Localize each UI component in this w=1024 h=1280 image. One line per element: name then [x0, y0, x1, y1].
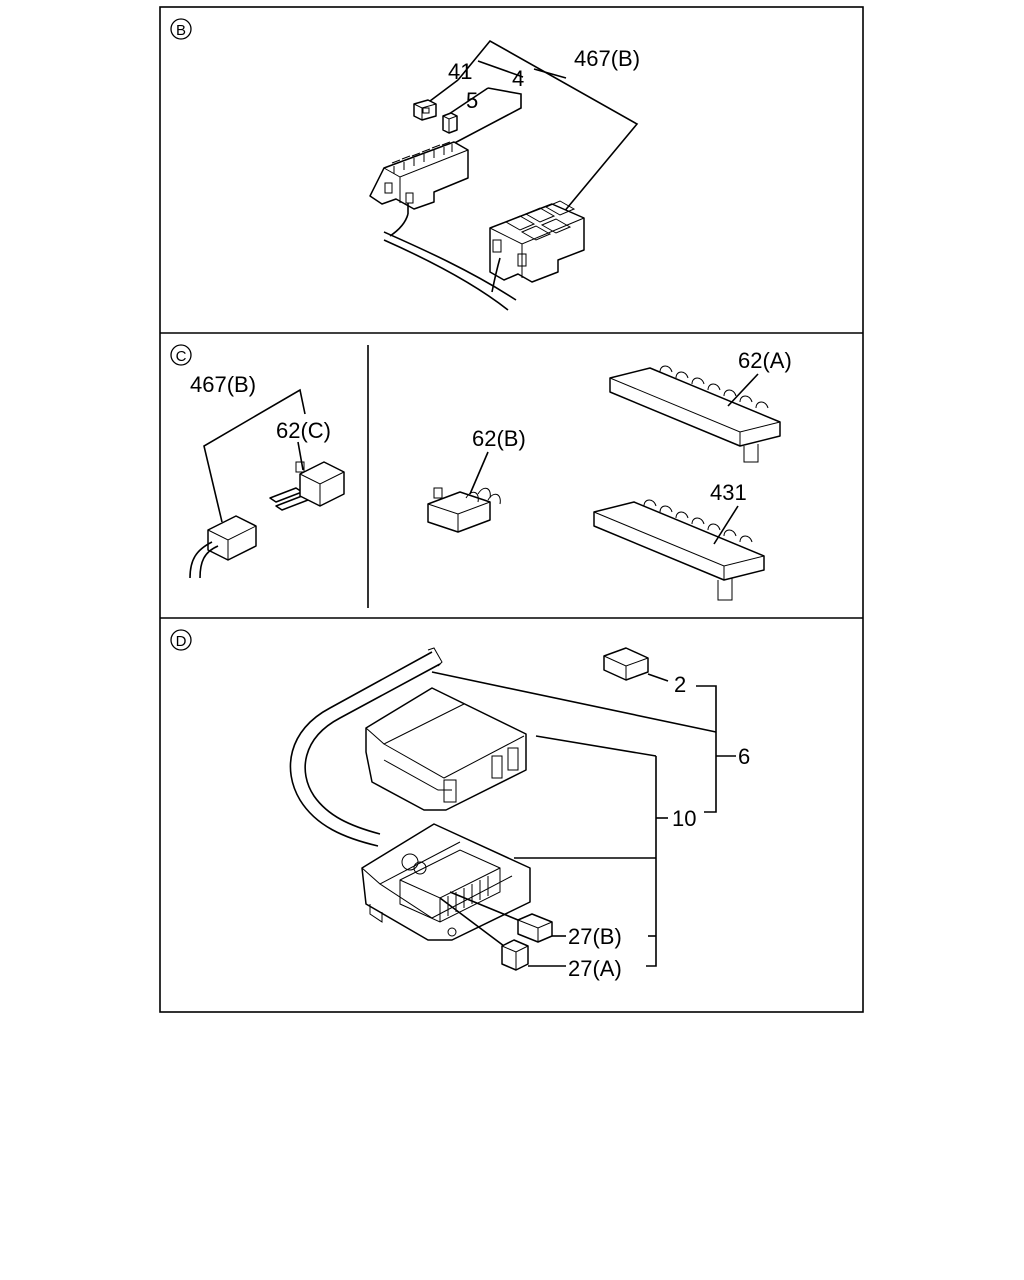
part-62b [427, 451, 501, 533]
part-27a-connector [501, 939, 529, 971]
label-467b-c: 467(B) [190, 372, 256, 397]
svg-text:B: B [176, 22, 186, 39]
label-27a: 27(A) [568, 956, 622, 981]
diagram-frame [159, 6, 864, 1013]
module-cover [365, 687, 527, 811]
label-27b: 27(B) [568, 924, 622, 949]
label-467b: 467(B) [574, 46, 640, 71]
label-62c: 62(C) [276, 418, 331, 443]
connector-right [489, 200, 585, 283]
connector-62c-pair [189, 461, 345, 579]
panel-c: C 467(B) 62(C) 62(B) [170, 344, 792, 601]
label-5: 5 [466, 88, 478, 113]
leader-467b-c [203, 388, 306, 523]
label-431: 431 [710, 480, 747, 505]
connector-left [369, 141, 469, 214]
svg-text:D: D [176, 633, 187, 650]
panel-b-leaders [425, 39, 639, 214]
label-10: 10 [672, 806, 696, 831]
panel-b-marker: B [170, 18, 192, 40]
part-431 [593, 499, 765, 601]
panel-d-marker: D [170, 629, 192, 651]
part-62a [609, 365, 781, 463]
label-6: 6 [738, 744, 750, 769]
module-base [361, 823, 531, 947]
part-41-clip [413, 99, 437, 121]
panel-d-leaders [431, 671, 736, 967]
label-62b: 62(B) [472, 426, 526, 451]
panel-c-marker: C [170, 344, 192, 366]
label-41: 41 [448, 59, 472, 84]
harness-tube [289, 647, 443, 847]
panel-d: D [170, 629, 750, 981]
panel-b: B [170, 18, 640, 311]
part-27b-connector [517, 913, 553, 943]
part-5-terminal [442, 112, 458, 134]
label-62a: 62(A) [738, 348, 792, 373]
harness-wires [383, 213, 517, 311]
svg-text:C: C [176, 348, 187, 365]
label-4: 4 [512, 66, 524, 91]
label-2: 2 [674, 672, 686, 697]
part-2-connector [603, 647, 669, 682]
